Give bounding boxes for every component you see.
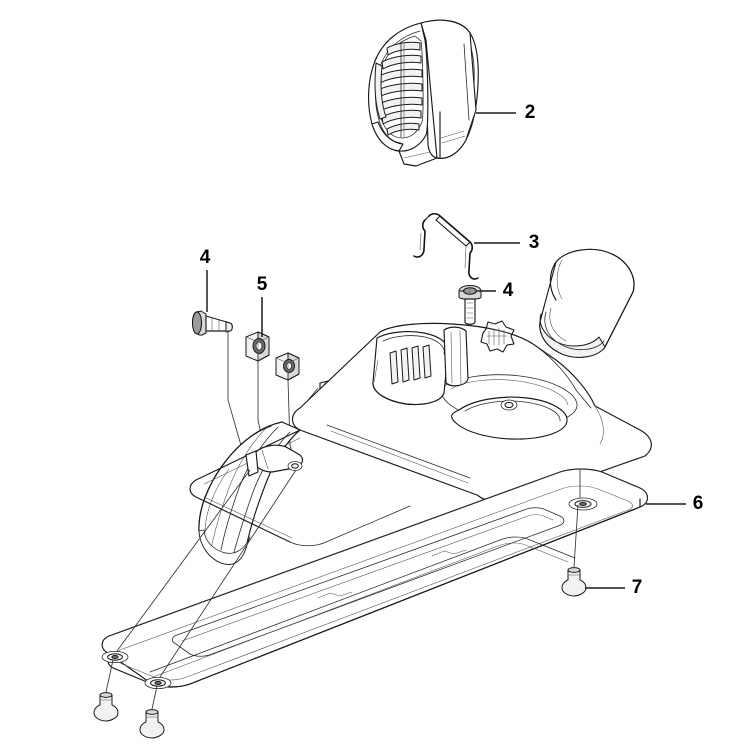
part-4-screw-left[interactable] (192, 310, 249, 471)
part-3-wire-retaining-clip[interactable] (413, 212, 479, 280)
main-housing-body[interactable] (189, 248, 652, 566)
assembly-guide-left-b (159, 469, 297, 678)
part-5-hex-nut-upper[interactable] (245, 331, 270, 469)
mount-hole-right (568, 497, 598, 511)
mount-hole-left-rear (144, 677, 172, 690)
part-2-air-intake-grille-cover[interactable] (367, 19, 479, 167)
callout-number: 6 (693, 493, 704, 514)
callout-number: 5 (257, 274, 268, 295)
blower-tube (539, 248, 635, 358)
mount-hole-left-front (101, 651, 129, 664)
part-5-hex-nut-lower[interactable] (275, 352, 300, 469)
part-7-rubber-foot-left-rear[interactable] (139, 685, 165, 739)
callout-number: 4 (200, 247, 211, 268)
manufacturer-logo (480, 320, 515, 353)
part-7-rubber-foot-left-front[interactable] (93, 659, 119, 722)
body-vent-grille (372, 331, 449, 406)
callout-3-wire-retaining-clip[interactable]: 3 (474, 232, 539, 253)
grille-slats (377, 41, 423, 136)
callout-number: 3 (529, 232, 540, 253)
part-7-rubber-foot-right[interactable] (561, 504, 587, 597)
assembly-guide-left-a (116, 469, 251, 652)
callout-layer: 2 3 4 4 5 6 7 (200, 102, 704, 598)
callout-4-screw-left[interactable]: 4 (200, 247, 211, 312)
callout-7-rubber-foot[interactable]: 7 (585, 577, 642, 598)
part-6-base-plate[interactable] (101, 468, 649, 690)
callout-4-screw-upper[interactable]: 4 (478, 280, 514, 301)
callout-6-base-plate[interactable]: 6 (646, 493, 703, 514)
callout-number: 2 (525, 102, 536, 123)
left-mount-bracket (245, 444, 303, 477)
callout-number: 7 (632, 577, 643, 598)
callout-number: 4 (503, 280, 514, 301)
callout-2-air-intake-grille-cover[interactable]: 2 (476, 102, 535, 123)
left-air-duct (198, 421, 301, 566)
callout-5-hex-nut[interactable]: 5 (257, 274, 268, 337)
